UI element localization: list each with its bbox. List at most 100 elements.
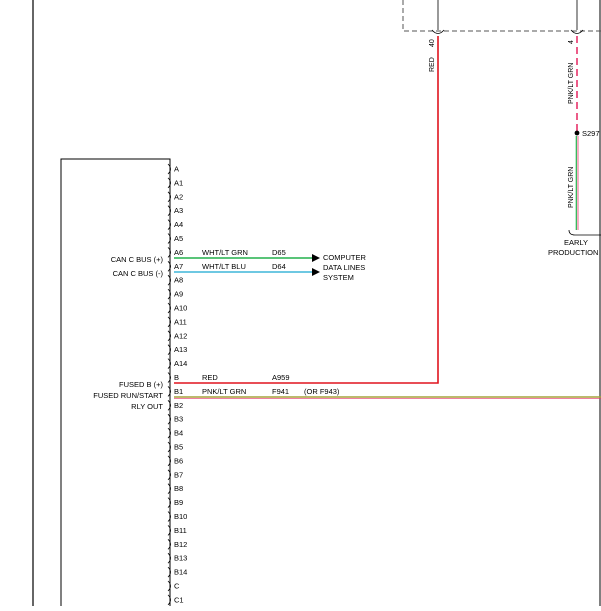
- pin-label-b4: B4: [174, 429, 183, 438]
- pin-mark-b12: [167, 539, 171, 550]
- pin-mark-a9: [167, 288, 171, 300]
- pin-label-b13: B13: [174, 554, 187, 563]
- pin-mark-b9: [167, 497, 171, 508]
- pin-mark-c: [167, 580, 171, 592]
- pin-mark-a3: [167, 205, 171, 216]
- computer-data-lines-line3: SYSTEM: [323, 273, 354, 282]
- pin-mark-a1: [167, 177, 171, 189]
- pin-label-a: A: [174, 165, 179, 174]
- pin-label-b2: B2: [174, 401, 183, 410]
- pin-label-a13: A13: [174, 345, 187, 354]
- pin-label-b9: B9: [174, 498, 183, 507]
- top-module-dashed-outline: [402, 0, 601, 32]
- pin-mark-a: [167, 163, 171, 175]
- pin-mark-a13: [167, 344, 171, 355]
- pin-mark-a8: [167, 274, 171, 286]
- pnk-wire-vertical-label: PNK/LT GRN: [568, 63, 575, 104]
- pin-label-a7: A7: [174, 262, 183, 271]
- pin-mark-a12: [167, 330, 171, 342]
- pin-mark-b7: [167, 469, 171, 481]
- pin-label-a6: A6: [174, 248, 183, 257]
- pin-label-a5: A5: [174, 234, 183, 243]
- arrow-a7-icon: [312, 268, 320, 276]
- wire-a6-circuit: D65: [272, 248, 286, 257]
- pin-label-b7: B7: [174, 470, 183, 479]
- pin-mark-b4: [167, 427, 171, 439]
- wire-b-red: [174, 36, 439, 384]
- splice-dot-icon: [574, 130, 580, 136]
- pin-mark-b10: [167, 511, 171, 522]
- pin-mark-b3: [167, 413, 171, 425]
- pin-mark-a7: [167, 261, 171, 272]
- wire-b1-circuit: F941: [272, 387, 289, 396]
- pin-label-c: C: [174, 582, 180, 591]
- production-label: PRODUCTION: [548, 248, 598, 257]
- pin-label-b1: B1: [174, 387, 183, 396]
- pin-mark-b8: [167, 483, 171, 494]
- wire-b-color: RED: [202, 373, 218, 382]
- pin-mark-b: [167, 372, 171, 383]
- pin-mark-a14: [167, 358, 171, 369]
- pin-label-b8: B8: [174, 484, 183, 493]
- early-production-bracket: [568, 229, 601, 236]
- pin-mark-b2: [167, 400, 171, 411]
- pin-mark-a2: [167, 191, 171, 203]
- computer-data-lines-line2: DATA LINES: [323, 263, 365, 272]
- pin-mark-c1: [167, 594, 171, 606]
- label-can-c-bus-minus: CAN C BUS (-): [113, 269, 164, 278]
- wire-a6-color: WHT/LT GRN: [202, 248, 248, 257]
- computer-data-lines-line1: COMPUTER: [323, 253, 367, 262]
- label-fused-b-plus: FUSED B (+): [119, 380, 163, 389]
- pin-label-a8: A8: [174, 276, 183, 285]
- pin-label-a9: A9: [174, 290, 183, 299]
- pin-mark-a4: [167, 219, 171, 230]
- pin-label-a10: A10: [174, 304, 187, 313]
- pin-label-b3: B3: [174, 415, 183, 424]
- wire-a7-color: WHT/LT BLU: [202, 262, 246, 271]
- pin-label-b12: B12: [174, 540, 187, 549]
- early-label: EARLY: [564, 238, 588, 247]
- pin-label-a3: A3: [174, 206, 183, 215]
- wire-b1-alt: (OR F943): [304, 387, 340, 396]
- top-connector-cup-red: [431, 29, 445, 34]
- pnk-pin-number: 4: [568, 40, 575, 44]
- pin-mark-b5: [167, 441, 171, 453]
- arrow-a6-icon: [312, 254, 320, 262]
- label-rly-out: RLY OUT: [131, 402, 163, 411]
- pin-label-b11: B11: [174, 526, 187, 535]
- lower-wire-vertical-label: PNK/LT GRN: [568, 167, 575, 208]
- pin-mark-b13: [167, 552, 171, 564]
- red-wire-vertical-label: RED: [429, 57, 436, 72]
- pin-mark-a10: [167, 302, 171, 314]
- pin-label-b6: B6: [174, 456, 183, 465]
- pin-label-a2: A2: [174, 192, 183, 201]
- pin-mark-a5: [167, 233, 171, 244]
- pin-label-b10: B10: [174, 512, 187, 521]
- pin-mark-a6: [167, 247, 171, 258]
- pin-label-a12: A12: [174, 331, 187, 340]
- pin-mark-b14: [167, 566, 171, 578]
- top-connector-cup-pnk: [570, 29, 584, 34]
- wire-b-circuit: A959: [272, 373, 290, 382]
- connector-module-body: [60, 158, 171, 606]
- wire-a7-circuit: D64: [272, 262, 286, 271]
- red-pin-number: 40: [429, 39, 436, 47]
- pin-label-b5: B5: [174, 443, 183, 452]
- pin-mark-b1: [167, 386, 171, 397]
- pin-mark-b6: [167, 455, 171, 467]
- pin-mark-b11: [167, 525, 171, 536]
- pin-label-b14: B14: [174, 568, 187, 577]
- pin-label-c1: C1: [174, 595, 184, 604]
- pin-label-a1: A1: [174, 178, 183, 187]
- pin-label-a14: A14: [174, 359, 187, 368]
- pin-label-a11: A11: [174, 317, 187, 326]
- wire-b1-color: PNK/LT GRN: [202, 387, 246, 396]
- pin-label-a4: A4: [174, 220, 183, 229]
- pin-label-b: B: [174, 373, 179, 382]
- label-can-c-bus-plus: CAN C BUS (+): [111, 255, 164, 264]
- pin-mark-a11: [167, 316, 171, 328]
- splice-label: S297: [582, 129, 600, 138]
